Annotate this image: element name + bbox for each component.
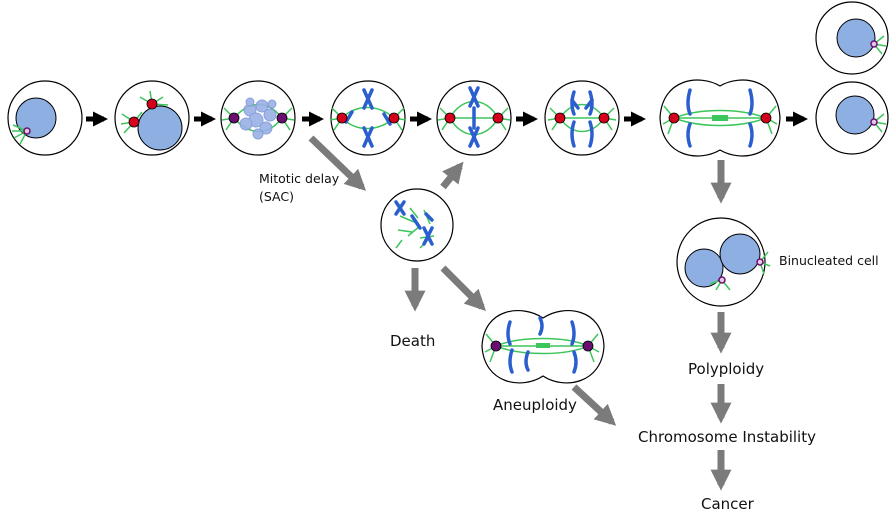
cell-metaphase: [436, 80, 512, 156]
arrow-to-cin-left: [571, 384, 617, 426]
cell-prometaphase: [220, 80, 296, 156]
label-binucleated-cell: Binucleated cell: [779, 253, 879, 268]
cell-telophase: [659, 79, 781, 157]
arrow-delay: [308, 135, 367, 191]
cell-prophase: [114, 80, 190, 156]
label-sac: (SAC): [259, 189, 294, 204]
daughter-cell-bottom: [815, 81, 889, 155]
label-polyploidy: Polyploidy: [688, 360, 765, 378]
cell-aneuploid-division: [481, 310, 605, 384]
cell-anaphase: [544, 80, 620, 156]
daughter-cell-top: [815, 1, 889, 75]
arrow-aneuploid: [440, 265, 486, 311]
arrow-recover: [440, 161, 464, 190]
cell-early-metaphase: [329, 80, 407, 156]
label-mitotic-delay: Mitotic delay: [259, 171, 340, 186]
cell-mitotic-delay: [380, 188, 454, 262]
cell-interphase: [7, 80, 83, 156]
label-aneuploidy: Aneuploidy: [493, 396, 577, 414]
flow-arrows: [308, 135, 732, 491]
label-cancer: Cancer: [701, 495, 754, 513]
label-death: Death: [390, 332, 436, 350]
cell-binucleated: [676, 217, 771, 307]
label-chromosome-instability: Chromosome Instability: [638, 428, 816, 446]
